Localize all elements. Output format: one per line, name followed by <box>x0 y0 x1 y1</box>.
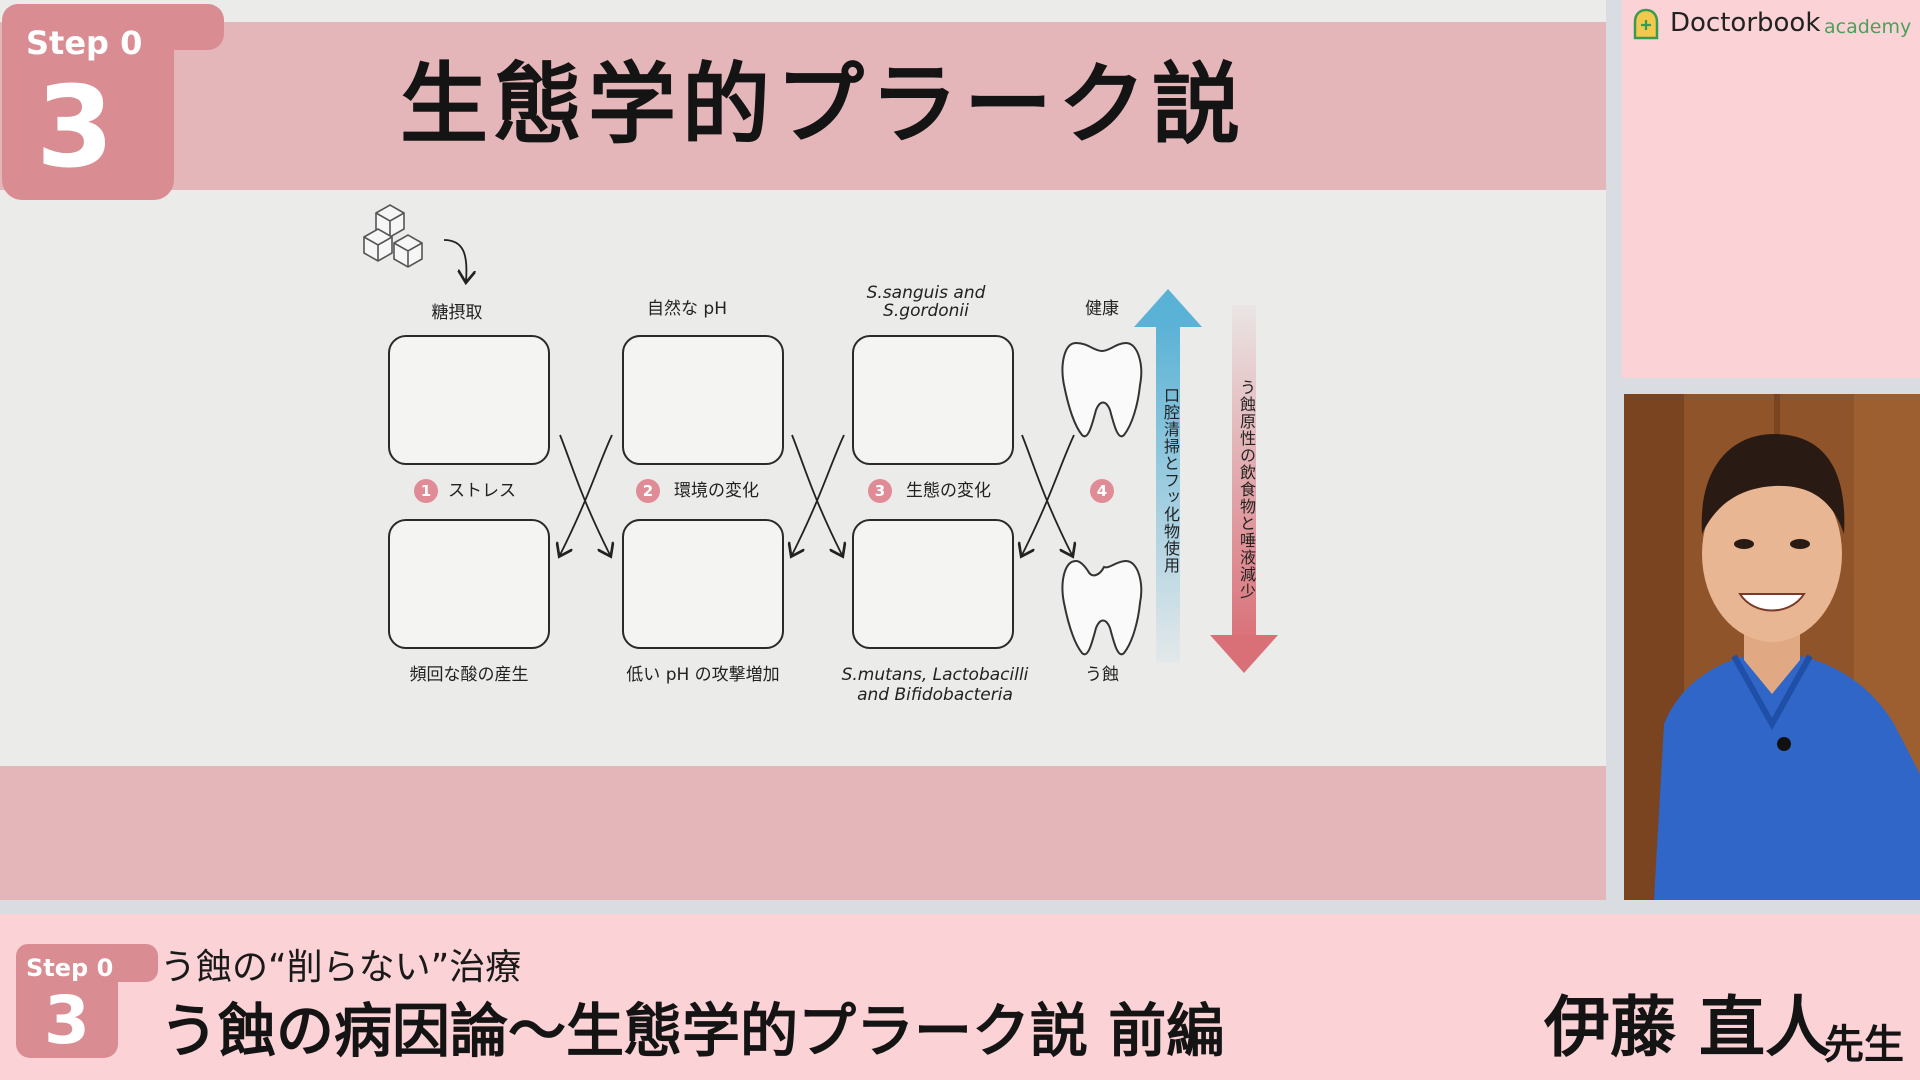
label-s-sanguis: S.sanguis and <box>866 283 986 303</box>
stage-label-ecology: 生態の変化 <box>906 481 991 501</box>
label-s-gordonii: S.gordonii <box>883 301 969 321</box>
presenter-name: 伊藤 直人 <box>1544 989 1831 1066</box>
lower-step-badge <box>16 944 118 1058</box>
transition-arrows <box>560 434 1074 555</box>
presenter-image <box>1624 394 1920 900</box>
stage-label-environment: 環境の変化 <box>674 481 759 501</box>
label-frequent-acid: 頻回な酸の産生 <box>409 665 529 685</box>
label-s-mutans: S.mutans, Lactobacilli <box>841 665 1029 685</box>
stage-badge-1: 1 <box>414 479 438 503</box>
lecture-title: う蝕の病因論〜生態学的プラーク説 前編 <box>160 997 1225 1065</box>
panel-bottom-3 <box>852 519 1014 649</box>
panel-top-1 <box>388 335 550 465</box>
label-caries: う蝕 <box>1085 665 1119 685</box>
slide-bottom-band <box>0 766 1606 900</box>
series-title: う蝕の“削らない”治療 <box>160 947 522 988</box>
label-natural-ph: 自然な pH <box>647 299 727 319</box>
panel-bottom-1 <box>388 519 550 649</box>
label-sugar-intake: 糖摂取 <box>431 303 483 323</box>
label-health: 健康 <box>1085 299 1119 319</box>
label-bifidobacteria: and Bifidobacteria <box>857 685 1013 705</box>
title-band <box>0 22 1606 190</box>
presenter-honorific: 先生 <box>1824 1022 1904 1068</box>
lower-third-banner <box>0 914 1920 1080</box>
stage-label-stress: ストレス <box>448 481 516 501</box>
stage-badge-2: 2 <box>636 479 660 503</box>
lower-step-number: 3 <box>44 982 90 1059</box>
down-arrow-text: う蝕原性の飲食物と唾液減少 <box>1237 379 1256 600</box>
stage-badge-4: 4 <box>1090 479 1114 503</box>
doctorbook-logo-icon <box>1633 8 1659 40</box>
panel-top-2 <box>622 335 784 465</box>
decayed-tooth-icon <box>1061 559 1143 656</box>
panel-bottom-2 <box>622 519 784 649</box>
up-arrow-text: 口腔清掃とフッ化物使用 <box>1161 387 1180 574</box>
stage-badge-3: 3 <box>868 479 892 503</box>
logo-sub: academy <box>1824 16 1912 38</box>
slide-title: 生態学的プラーク説 <box>400 53 1247 156</box>
healthy-tooth-icon <box>1061 341 1143 438</box>
ecological-plaque-diagram: 糖摂取 自然な pH S.sanguis and S.gordonii 健康 1… <box>340 195 1300 715</box>
right-info-panel <box>1622 0 1920 378</box>
down-arrow <box>1210 305 1278 673</box>
step-badge <box>2 4 174 200</box>
curved-down-arrow <box>443 239 466 281</box>
panel-top-3 <box>852 335 1014 465</box>
step-number: 3 <box>36 63 114 193</box>
up-arrow <box>1134 289 1202 663</box>
sugar-cubes-icon <box>363 204 423 268</box>
logo-name: Doctorbook <box>1670 8 1821 38</box>
step-label: Step 0 <box>26 24 143 62</box>
presenter-video <box>1624 394 1920 900</box>
lower-step-label: Step 0 <box>26 954 114 982</box>
label-low-ph: 低い pH の攻撃増加 <box>626 665 780 685</box>
